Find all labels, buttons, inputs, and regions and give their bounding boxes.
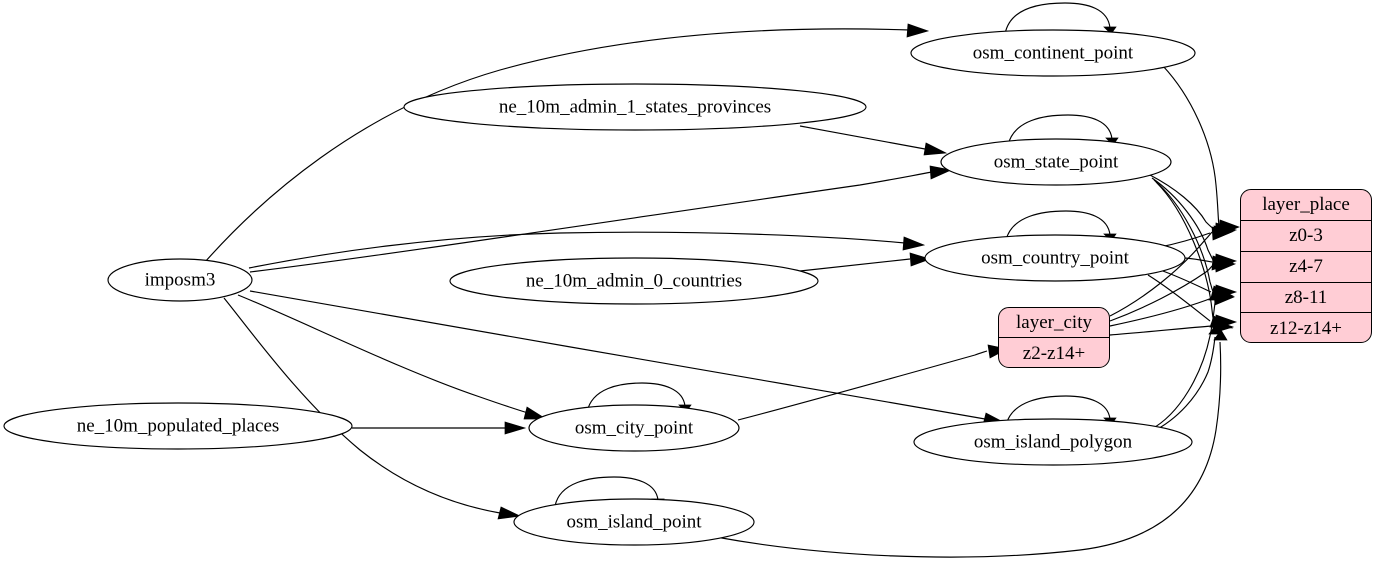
- node-label-imposm3: imposm3: [145, 269, 216, 290]
- layer-place-row-z12-z14plus[interactable]: z12-z14+: [1270, 317, 1342, 339]
- node-label-ne_10m_admin_0_countries: ne_10m_admin_0_countries: [526, 270, 742, 291]
- node-label-ne_10m_populated_places: ne_10m_populated_places: [77, 415, 280, 436]
- edge-osm_continent_point-to-layer_place[interactable]: [1162, 65, 1240, 236]
- edge-ne_10m_admin_0_countries-to-osm_country_point[interactable]: [799, 252, 932, 272]
- edge-imposm3-to-osm_continent_point[interactable]: [204, 23, 930, 263]
- edge-imposm3-to-osm_city_point[interactable]: [237, 294, 548, 420]
- node-ne_10m_admin_0_countries[interactable]: ne_10m_admin_0_countries: [449, 257, 819, 305]
- edge-osm_continent_point-self-loop[interactable]: [1004, 2, 1117, 35]
- layer-city-row-z2-z14plus[interactable]: z2-z14+: [1022, 342, 1086, 364]
- node-imposm3[interactable]: imposm3: [107, 258, 253, 302]
- edge-imposm3-to-osm_state_point[interactable]: [249, 165, 953, 273]
- layer-place-row-z8-11[interactable]: z8-11: [1241, 283, 1371, 313]
- node-ne_10m_populated_places[interactable]: ne_10m_populated_places: [3, 402, 353, 450]
- node-osm_continent_point[interactable]: osm_continent_point: [910, 29, 1196, 77]
- node-osm_city_point[interactable]: osm_city_point: [528, 404, 740, 452]
- layer-place-row-z4-7[interactable]: z4-7: [1241, 252, 1371, 283]
- edge-layer: [204, 2, 1240, 558]
- node-label-osm_country_point: osm_country_point: [981, 247, 1129, 268]
- edge-ne_10m_populated_places-to-osm_city_point[interactable]: [352, 421, 527, 435]
- node-osm_state_point[interactable]: osm_state_point: [940, 138, 1172, 186]
- node-osm_island_point[interactable]: osm_island_point: [513, 498, 755, 546]
- layer-place-row-z0-3[interactable]: z0-3: [1241, 221, 1371, 252]
- record-node-layer-city[interactable]: layer_city z2-z14+: [998, 307, 1110, 368]
- node-ne_10m_admin_1_states_provinces[interactable]: ne_10m_admin_1_states_provinces: [403, 83, 867, 131]
- edge-imposm3-to-osm_country_point[interactable]: [248, 231, 926, 269]
- node-osm_island_polygon[interactable]: osm_island_polygon: [913, 418, 1193, 466]
- edge-layer_city-to-layer_place-z0-3[interactable]: [1109, 225, 1236, 317]
- node-label-osm_city_point: osm_city_point: [575, 417, 694, 438]
- node-layer: imposm3 ne_10m_admin_1_states_provinces …: [3, 29, 1196, 546]
- node-label-osm_island_point: osm_island_point: [566, 511, 702, 532]
- edge-osm_island_point-to-layer_place[interactable]: [715, 329, 1228, 558]
- record-node-layer-place[interactable]: layer_place z0-3 z4-7 z8-11 z12-z14+: [1240, 189, 1372, 343]
- edge-osm_state_point-to-layer_place-z8-11[interactable]: [1153, 179, 1238, 300]
- node-osm_country_point[interactable]: osm_country_point: [924, 234, 1186, 282]
- node-label-osm_continent_point: osm_continent_point: [973, 42, 1134, 63]
- node-label-osm_state_point: osm_state_point: [994, 151, 1119, 172]
- layer-city-title: layer_city: [999, 308, 1109, 338]
- node-label-osm_island_polygon: osm_island_polygon: [974, 431, 1133, 452]
- edge-ne_10m_admin_1_states_provinces-to-osm_state_point[interactable]: [799, 125, 948, 156]
- edge-osm_state_point-to-layer_place-z0-3[interactable]: [1149, 174, 1238, 238]
- edge-osm_island_polygon-to-layer_place-z8-11[interactable]: [1149, 291, 1223, 431]
- edge-layer_city-to-layer_place-z4-7[interactable]: [1109, 258, 1237, 322]
- node-label-ne_10m_admin_1_states_provinces: ne_10m_admin_1_states_provinces: [499, 96, 771, 117]
- edge-osm_island_polygon-to-layer_place-z12-z14[interactable]: [1151, 324, 1223, 433]
- edge-imposm3-to-osm_island_point[interactable]: [223, 297, 522, 520]
- layer-place-title: layer_place: [1241, 190, 1371, 221]
